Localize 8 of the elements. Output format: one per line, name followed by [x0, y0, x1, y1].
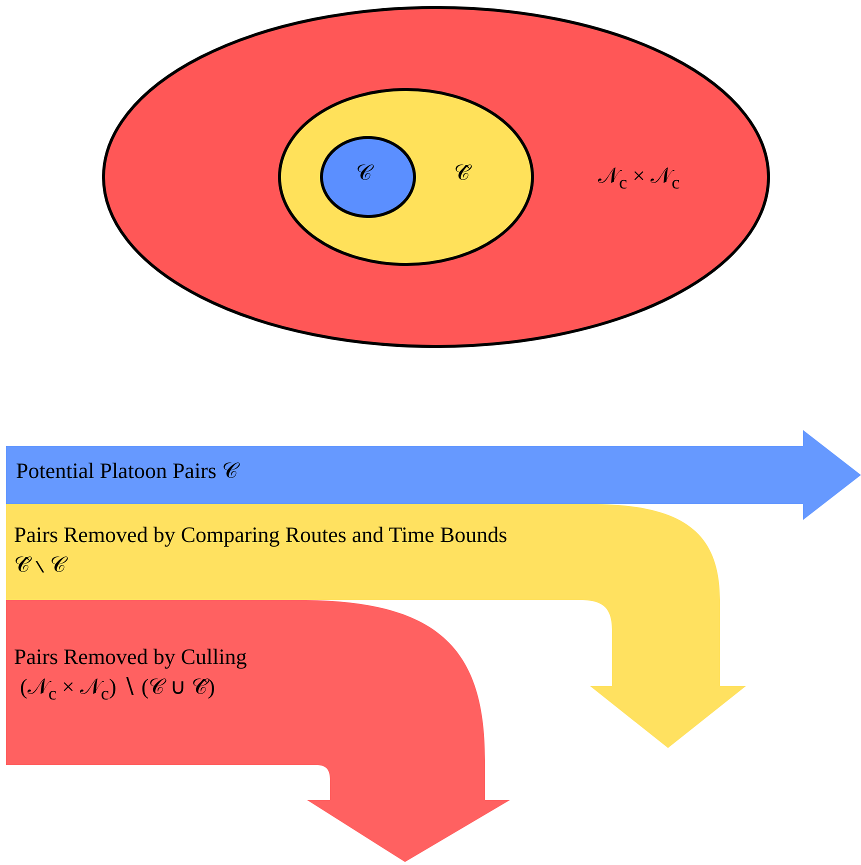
set-label: 𝒞̂	[454, 160, 470, 186]
arrow-label: Pairs Removed by Culling	[14, 644, 247, 670]
set-label: 𝒩$_{c}$ × 𝒩$_{c}$	[598, 163, 680, 194]
arrow-label: (𝒩$_{c}$ × 𝒩$_{c}$) ∖ (𝒞 ∪ 𝒞̂)	[20, 674, 216, 704]
arrow-label: Potential Platoon Pairs 𝒞	[16, 458, 238, 484]
set-label: 𝒞	[356, 160, 372, 186]
arrow-label: 𝒞̂ ∖ 𝒞	[14, 552, 66, 578]
arrow-label: Pairs Removed by Comparing Routes and Time Bounds	[14, 522, 508, 548]
